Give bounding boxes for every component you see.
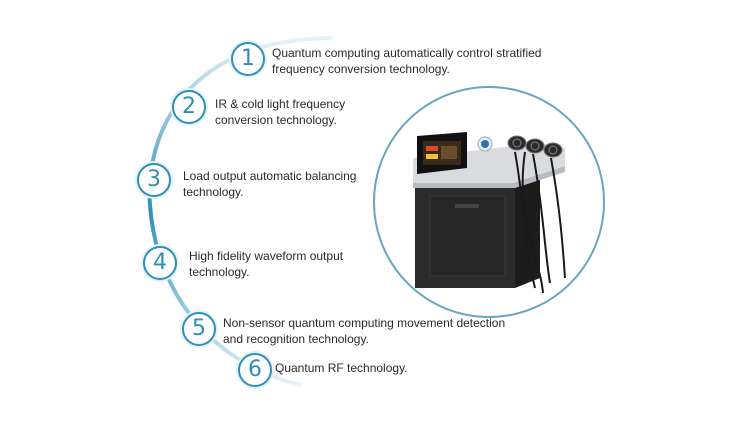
feature-1-line1: Quantum computing automatically control … [272,46,542,60]
feature-4-text: High fidelity waveform output technology… [189,248,343,280]
feature-3-text: Load output automatic balancing technolo… [183,168,356,200]
number-badge-2: 2 [172,90,206,124]
feature-6-text: Quantum RF technology. [275,360,408,376]
feature-2-line1: IR & cold light frequency [215,97,346,111]
feature-3-line2: technology. [183,185,244,199]
product-image [373,86,605,318]
number-badge-6: 6 [238,353,272,387]
feature-4-line1: High fidelity waveform output [189,249,344,263]
number-badge-3: 3 [137,163,171,197]
feature-5-text: Non-sensor quantum computing movement de… [223,315,505,347]
feature-2-text: IR & cold light frequency conversion tec… [215,96,345,128]
feature-5-line1: Non-sensor quantum computing movement de… [223,316,506,330]
feature-5-line2: and recognition technology. [223,332,369,346]
number-badge-1: 1 [231,42,265,76]
feature-1-line2: frequency conversion technology. [272,62,450,76]
feature-2-line2: conversion technology. [215,113,337,127]
feature-4-line2: technology. [189,265,250,279]
feature-3-line1: Load output automatic balancing [183,169,357,183]
number-badge-5: 5 [182,312,216,346]
feature-6-line1: Quantum RF technology. [275,361,408,375]
number-badge-4: 4 [143,246,177,280]
machine-illustration [413,132,566,294]
feature-1-text: Quantum computing automatically control … [272,45,541,77]
